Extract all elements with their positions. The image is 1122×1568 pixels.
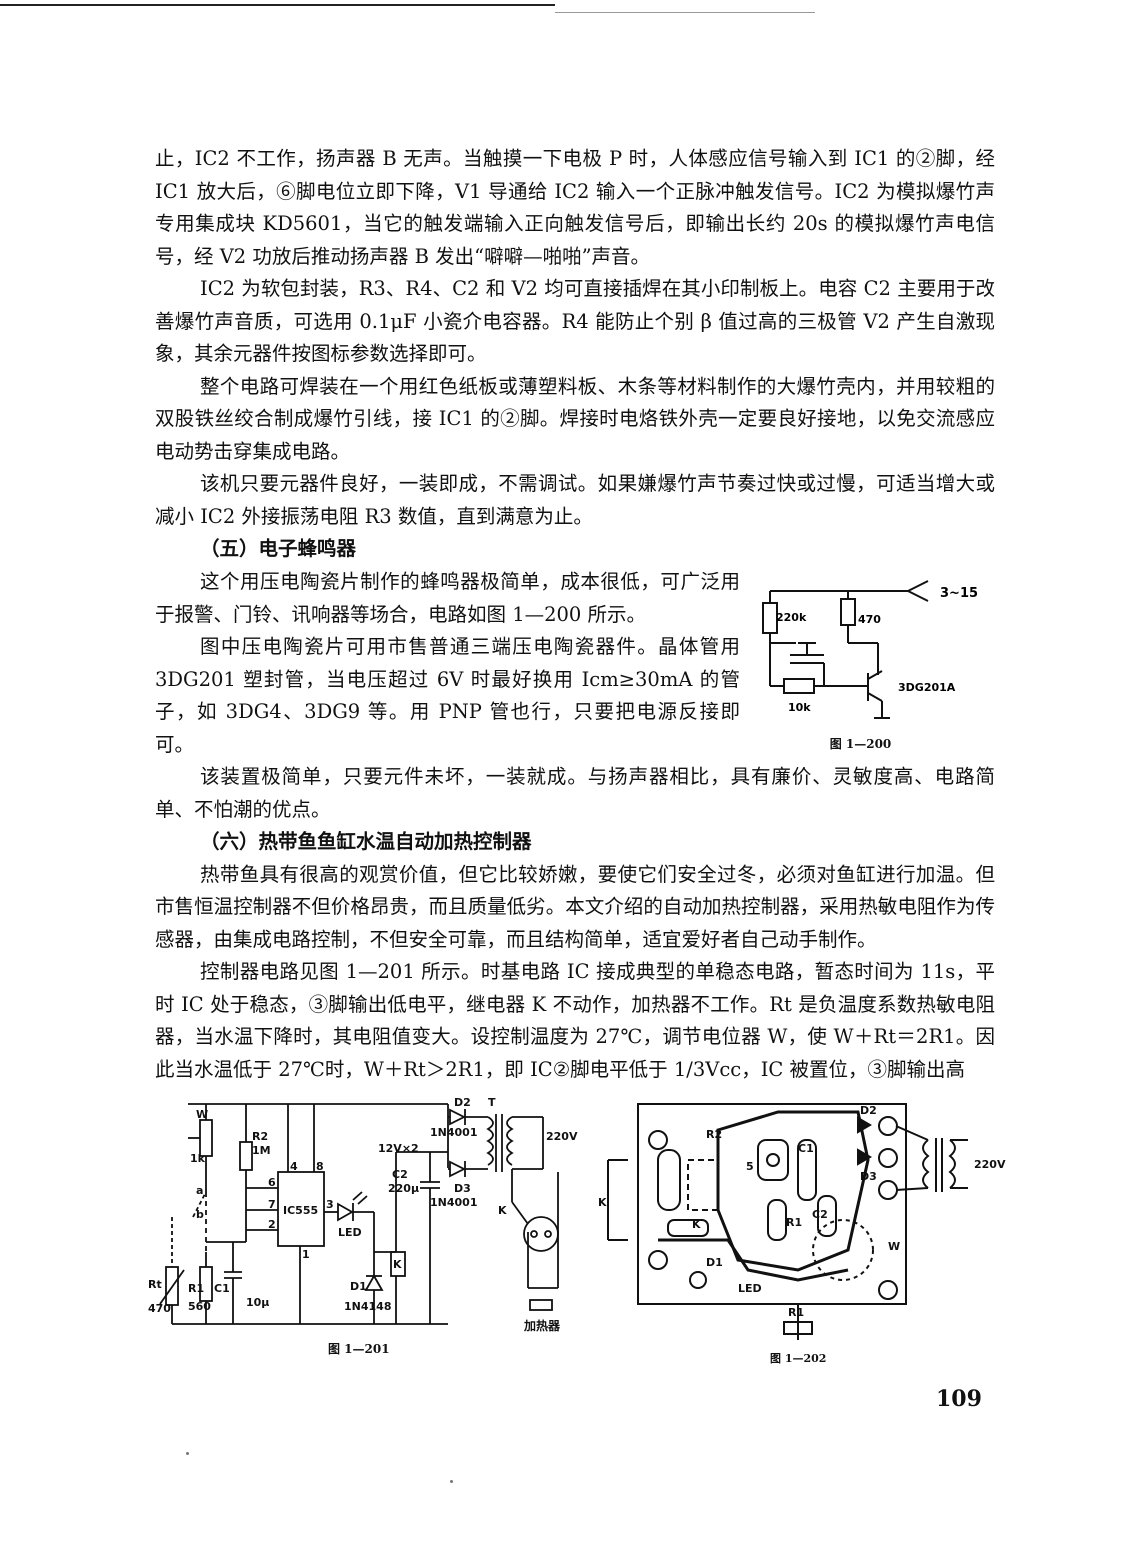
paragraph-7: 该装置极简单，只要元件未坏，一装就成。与扬声器相比，具有廉价、灵敏度高、电路简单… (155, 765, 995, 821)
fig201-r2-value: 1M (252, 1144, 271, 1157)
fig201-b-label: b (196, 1208, 204, 1221)
lower-text: 该装置极简单，只要元件未坏，一装就成。与扬声器相比，具有廉价、灵敏度高、电路简单… (155, 761, 995, 1086)
fig200-supply-label: 3~15 (940, 586, 978, 601)
fig202-pin5: 5 (746, 1160, 754, 1173)
fig201-pin4: 4 (290, 1160, 298, 1173)
fig201-d2-value: 1N4001 (430, 1126, 477, 1139)
paragraph-6: 图中压电陶瓷片可用市售普通三端压电陶瓷器件。晶体管用 3DG201 塑封管，当电… (155, 635, 740, 756)
fig201-r1-value: 560 (188, 1300, 211, 1313)
paragraph-3: 整个电路可焊装在一个用红色纸板或薄塑料板、木条等材料制作的大爆竹壳内，并用较粗的… (155, 374, 995, 463)
fig201-pin3: 3 (326, 1198, 334, 1211)
fig201-220v-label: 220V (546, 1130, 578, 1143)
fig202-r2-label: R2 (706, 1128, 722, 1141)
paragraph-4: 该机只要元器件良好，一装即成，不需调试。如果嫌爆竹声节奏过快或过慢，可适当增大或… (155, 472, 995, 528)
fig202-k-label: K (692, 1218, 701, 1231)
fig202-w-label: W (888, 1240, 900, 1253)
fig201-r2-label: R2 (252, 1130, 268, 1143)
fig201-c2-label: C2 (392, 1168, 408, 1181)
fig201-contact-k: K (498, 1204, 507, 1217)
fig202-d2-label: D2 (860, 1104, 877, 1117)
paragraph-2: IC2 为软包封装，R3、R4、C2 和 V2 均可直接插焊在其小印制板上。电容… (155, 277, 995, 365)
heading-aquarium: （六）热带鱼鱼缸水温自动加热控制器 (200, 830, 532, 853)
fig200-caption: 图 1—200 (829, 737, 892, 751)
fig201-a-label: a (196, 1184, 203, 1197)
fig201-heater-label: 加热器 (523, 1318, 561, 1333)
fig201-c1-value: 10μ (246, 1296, 269, 1309)
paragraph-8: 热带鱼具有很高的观赏价值，但它比较娇嫩，要使它们安全过冬，必须对鱼缸进行加温。但… (155, 862, 995, 951)
top-rule (0, 4, 555, 6)
fig201-d1-label: D1 (350, 1280, 367, 1293)
fig201-c2-value: 220μ (388, 1182, 419, 1195)
fig202-k-side-label: K (598, 1196, 607, 1209)
fig201-pin7: 7 (268, 1198, 276, 1211)
heading-buzzer: （五）电子蜂鸣器 (200, 537, 357, 560)
fig201-caption: 图 1—201 (328, 1342, 390, 1356)
fig200-r2-label: 470 (858, 613, 881, 626)
fig201-k-label: K (393, 1258, 402, 1271)
fig201-12v-label: 12V×2 (378, 1142, 419, 1155)
fig202-led-label: LED (738, 1282, 762, 1295)
fig202-r1-label: R1 (786, 1216, 802, 1229)
speck (450, 1480, 453, 1483)
buzzer-circuit-diagram: 220k 470 3~15 10k 3DG201A (762, 580, 978, 719)
fig202-d3-label: D3 (860, 1170, 877, 1183)
figure-1-202: R2 5 C1 C2 D2 D3 K R1 W LED D1 K 220V R1… (598, 1100, 1018, 1370)
fig202-220v-label: 220V (974, 1158, 1006, 1171)
speck (160, 1060, 163, 1063)
buzzer-text: 这个用压电陶瓷片制作的蜂鸣器极简单，成本很低，可广泛用于报警、门铃、讯响器等场合… (155, 566, 740, 761)
fig202-c1-label: C1 (798, 1142, 814, 1155)
fig202-d1-label: D1 (706, 1256, 723, 1269)
fig202-r1-bottom-label: R1 (788, 1306, 804, 1319)
fig201-ic-label: IC555 (283, 1204, 318, 1217)
fig201-pin6: 6 (268, 1176, 276, 1189)
fig201-pin2: 2 (268, 1218, 276, 1231)
paragraph-5: 这个用压电陶瓷片制作的蜂鸣器极简单，成本很低，可广泛用于报警、门铃、讯响器等场合… (155, 570, 740, 626)
top-rule-faint (555, 12, 815, 13)
fig201-led-label: LED (338, 1226, 362, 1239)
fig201-rt-label: Rt (148, 1278, 162, 1291)
fig200-r1-label: 220k (776, 611, 807, 624)
fig201-d2-label: D2 (454, 1096, 471, 1109)
speck (186, 1452, 189, 1455)
upper-text: 止，IC2 不工作，扬声器 B 无声。当触摸一下电极 P 时，人体感应信号输入到… (155, 143, 995, 566)
fig202-caption: 图 1—202 (770, 1352, 827, 1365)
figure-1-201: W 1k R2 1M IC555 4 8 6 7 2 1 3 LED K D1 … (148, 1092, 610, 1362)
fig201-w-label: W (196, 1108, 208, 1121)
fig201-t-label: T (488, 1096, 496, 1109)
fig201-w-value: 1k (190, 1152, 206, 1165)
fig201-d1-value: 1N4148 (344, 1300, 391, 1313)
fig200-r3-label: 10k (788, 701, 811, 714)
heater-controller-schematic: W 1k R2 1M IC555 4 8 6 7 2 1 3 LED K D1 … (148, 1096, 578, 1333)
fig202-c2-label: C2 (812, 1208, 828, 1221)
paragraph-9: 控制器电路见图 1—201 所示。时基电路 IC 接成典型的单稳态电路，暂态时间… (155, 960, 995, 1081)
pcb-layout-diagram: R2 5 C1 C2 D2 D3 K R1 W LED D1 K 220V R1 (598, 1103, 1006, 1340)
fig201-d3-label: D3 (454, 1182, 471, 1195)
fig201-r1-label: R1 (188, 1282, 204, 1295)
fig200-transistor-label: 3DG201A (898, 681, 956, 694)
fig201-c1-label: C1 (214, 1282, 230, 1295)
fig201-pin8: 8 (316, 1160, 324, 1173)
page-number: 109 (936, 1386, 982, 1412)
fig201-d3-value: 1N4001 (430, 1196, 477, 1209)
fig201-pin1: 1 (302, 1248, 310, 1261)
paragraph-1: 止，IC2 不工作，扬声器 B 无声。当触摸一下电极 P 时，人体感应信号输入到… (155, 147, 995, 268)
fig201-rt-value: 470 (148, 1302, 171, 1315)
figure-1-200: 220k 470 3~15 10k 3DG201A 图 1—200 (758, 573, 993, 753)
